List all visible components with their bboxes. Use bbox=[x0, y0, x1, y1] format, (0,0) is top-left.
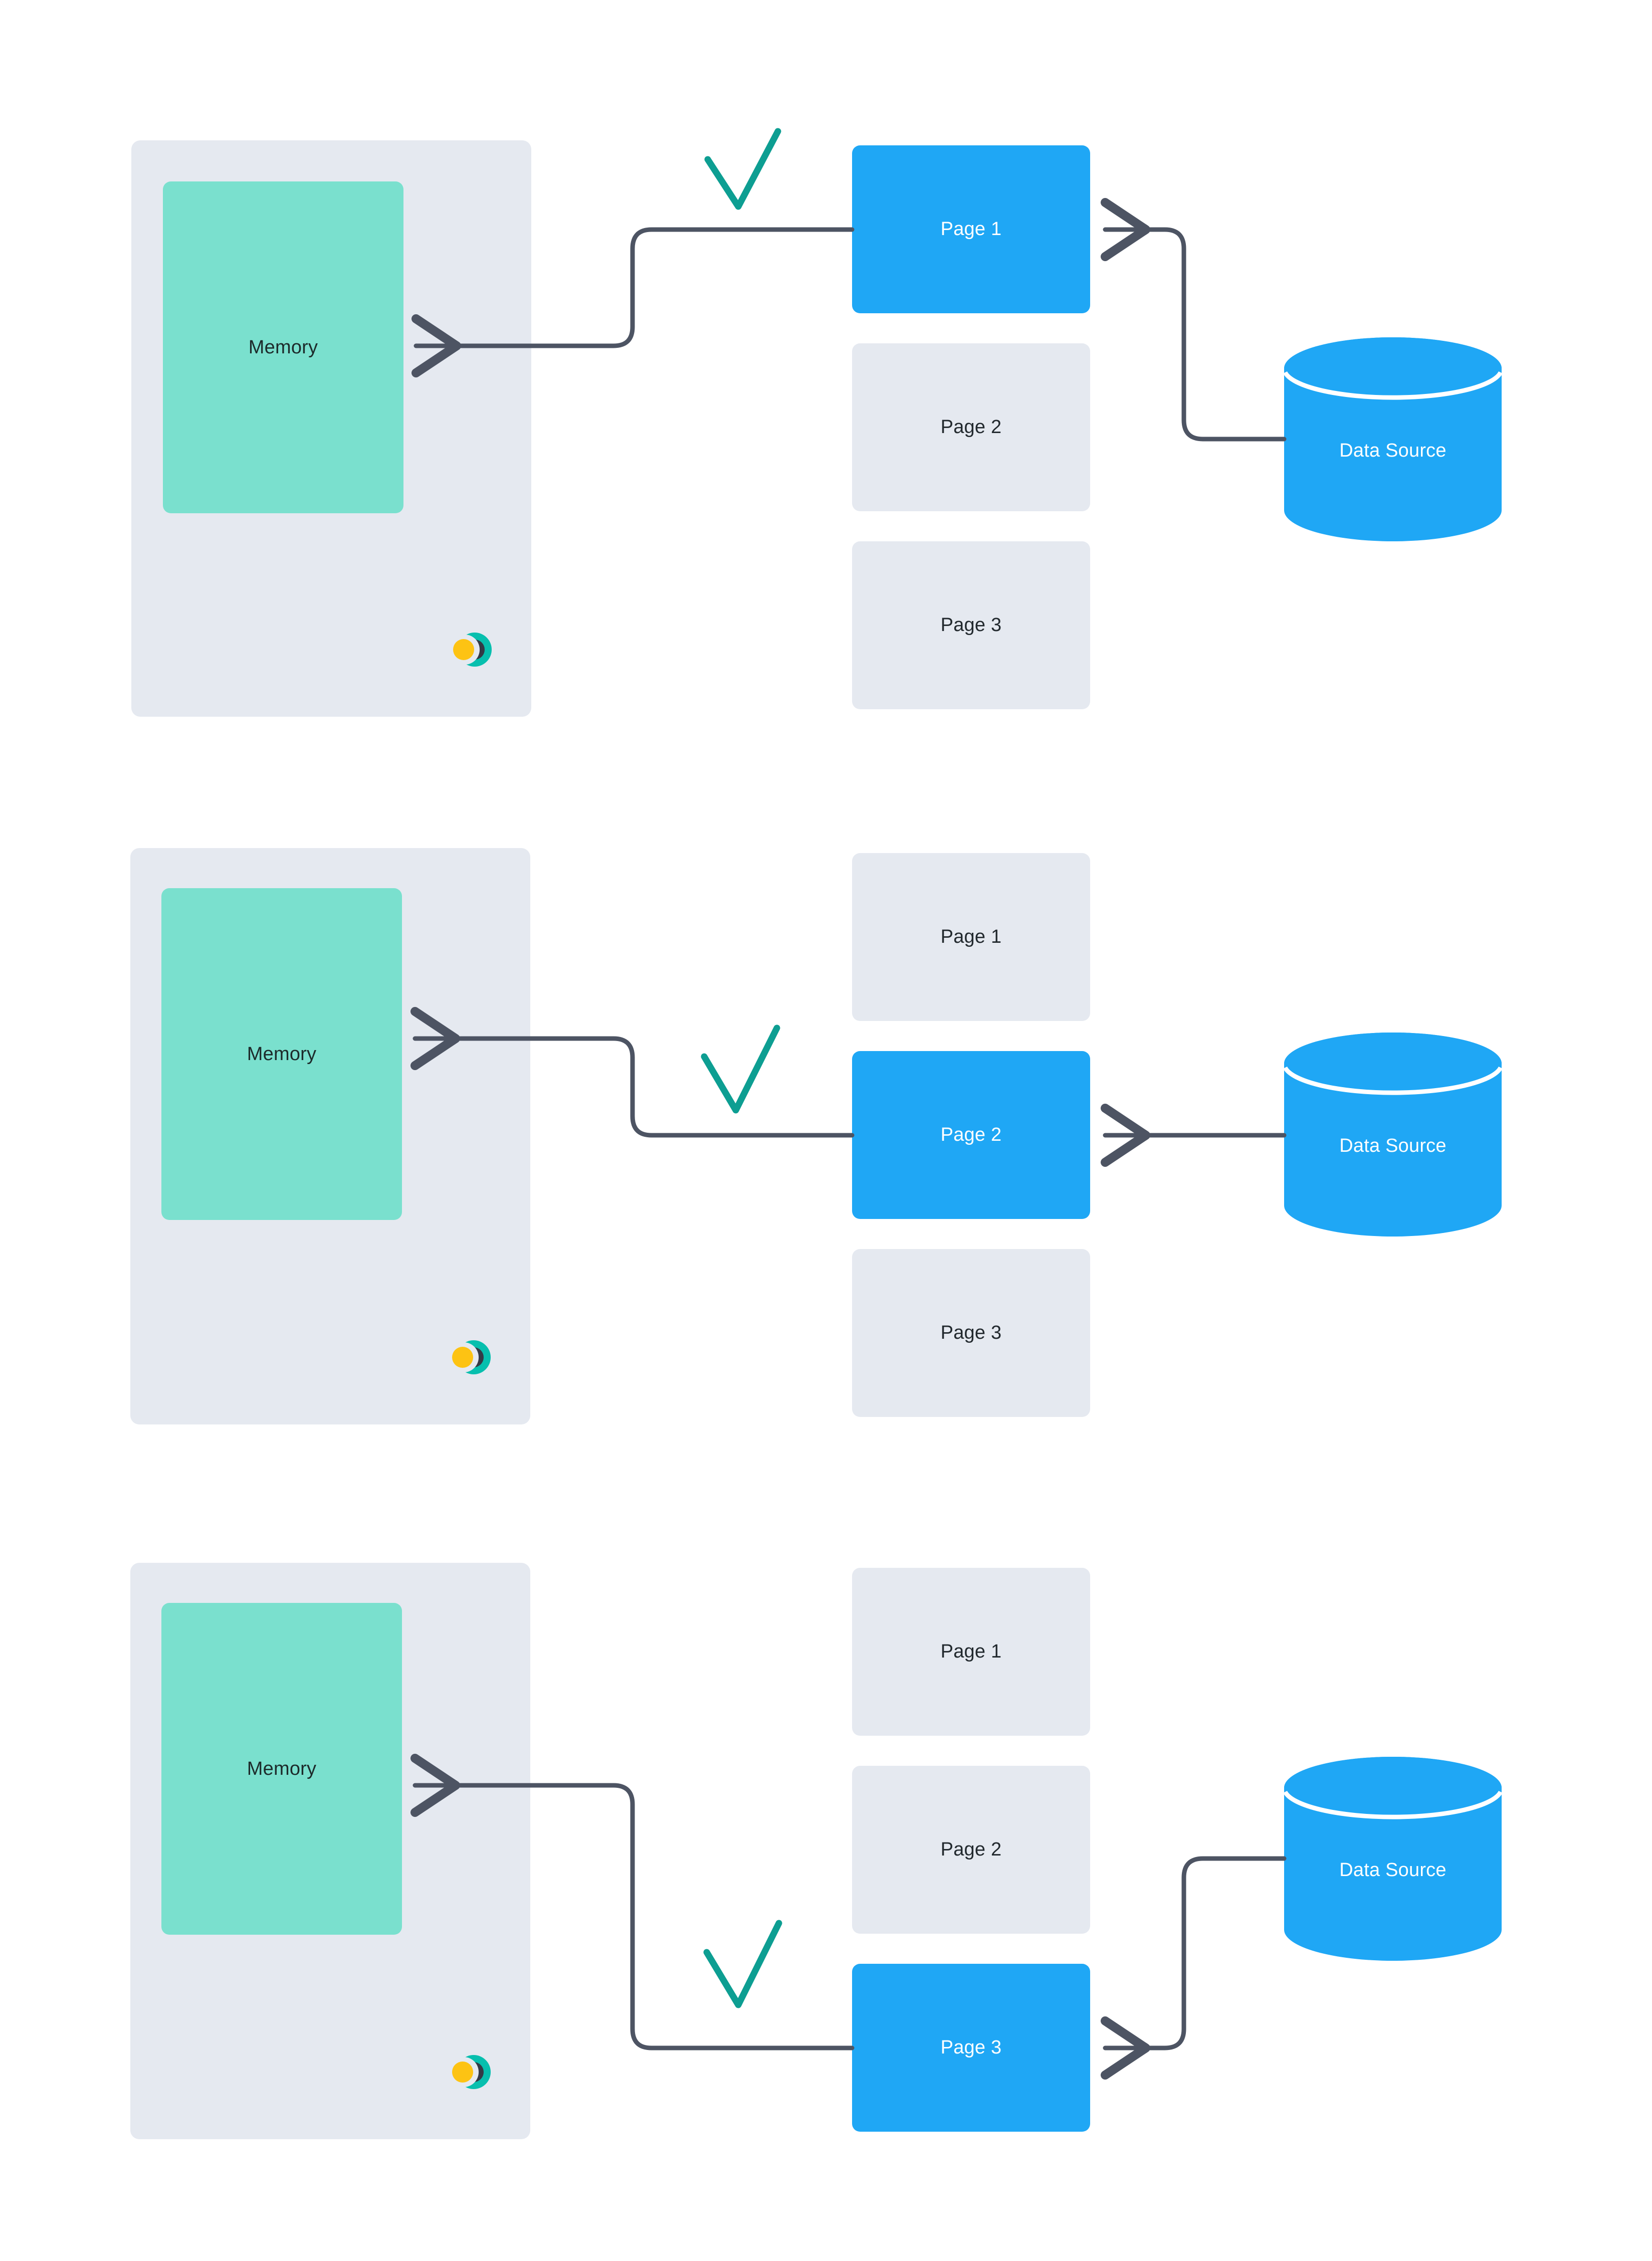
page-label-step-1-page-2: Page 2 bbox=[940, 417, 1002, 438]
connector-datasource-to-page3-step-3 bbox=[1101, 1856, 1287, 2080]
page-box-step-1-page-2[interactable]: Page 2 bbox=[852, 343, 1090, 511]
page-label-step-1-page-1: Page 1 bbox=[940, 219, 1002, 240]
memory-panel-step-2: Memory bbox=[130, 848, 530, 1424]
data-source-label-step-1: Data Source bbox=[1339, 440, 1447, 461]
page-box-step-3-page-1[interactable]: Page 1 bbox=[852, 1568, 1090, 1736]
brand-logo-icon-step-2 bbox=[447, 1333, 495, 1381]
page-label-step-2-page-3: Page 3 bbox=[940, 1322, 1002, 1343]
memory-box-step-3: Memory bbox=[161, 1603, 402, 1935]
page-box-step-1-page-1[interactable]: Page 1 bbox=[852, 145, 1090, 313]
page-box-step-1-page-3[interactable]: Page 3 bbox=[852, 541, 1090, 709]
brand-logo-icon-step-3 bbox=[447, 2048, 495, 2096]
memory-panel-step-1: Memory bbox=[131, 140, 531, 717]
page-label-step-2-page-1: Page 1 bbox=[940, 926, 1002, 947]
page-box-step-2-page-3[interactable]: Page 3 bbox=[852, 1249, 1090, 1417]
check-icon-step-1 bbox=[704, 128, 781, 210]
memory-panel-step-3: Memory bbox=[130, 1563, 530, 2139]
page-box-step-3-page-3[interactable]: Page 3 bbox=[852, 1964, 1090, 2132]
memory-label-step-3: Memory bbox=[247, 1758, 317, 1779]
page-label-step-1-page-3: Page 3 bbox=[940, 614, 1002, 636]
data-source-cylinder-step-3[interactable]: Data Source bbox=[1283, 1757, 1503, 1961]
memory-label-step-2: Memory bbox=[247, 1043, 317, 1065]
brand-logo-icon-step-1 bbox=[448, 626, 496, 674]
data-source-label-step-3: Data Source bbox=[1339, 1860, 1447, 1881]
data-source-label-step-2: Data Source bbox=[1339, 1135, 1447, 1156]
page-label-step-2-page-2: Page 2 bbox=[940, 1124, 1002, 1145]
memory-box-step-2: Memory bbox=[161, 888, 402, 1220]
page-box-step-2-page-2[interactable]: Page 2 bbox=[852, 1051, 1090, 1219]
page-label-step-3-page-1: Page 1 bbox=[940, 1641, 1002, 1662]
page-box-step-2-page-1[interactable]: Page 1 bbox=[852, 853, 1090, 1021]
memory-box-step-1: Memory bbox=[163, 181, 403, 513]
data-source-cylinder-step-1[interactable]: Data Source bbox=[1283, 337, 1503, 541]
page-label-step-3-page-3: Page 3 bbox=[940, 2037, 1002, 2058]
data-source-cylinder-step-2[interactable]: Data Source bbox=[1283, 1033, 1503, 1237]
connector-datasource-to-page1-step-1 bbox=[1101, 198, 1287, 442]
page-box-step-3-page-2[interactable]: Page 2 bbox=[852, 1766, 1090, 1934]
page-label-step-3-page-2: Page 2 bbox=[940, 1839, 1002, 1860]
check-icon-step-2 bbox=[701, 1024, 780, 1114]
check-icon-step-3 bbox=[703, 1920, 782, 2008]
memory-label-step-1: Memory bbox=[248, 336, 318, 358]
